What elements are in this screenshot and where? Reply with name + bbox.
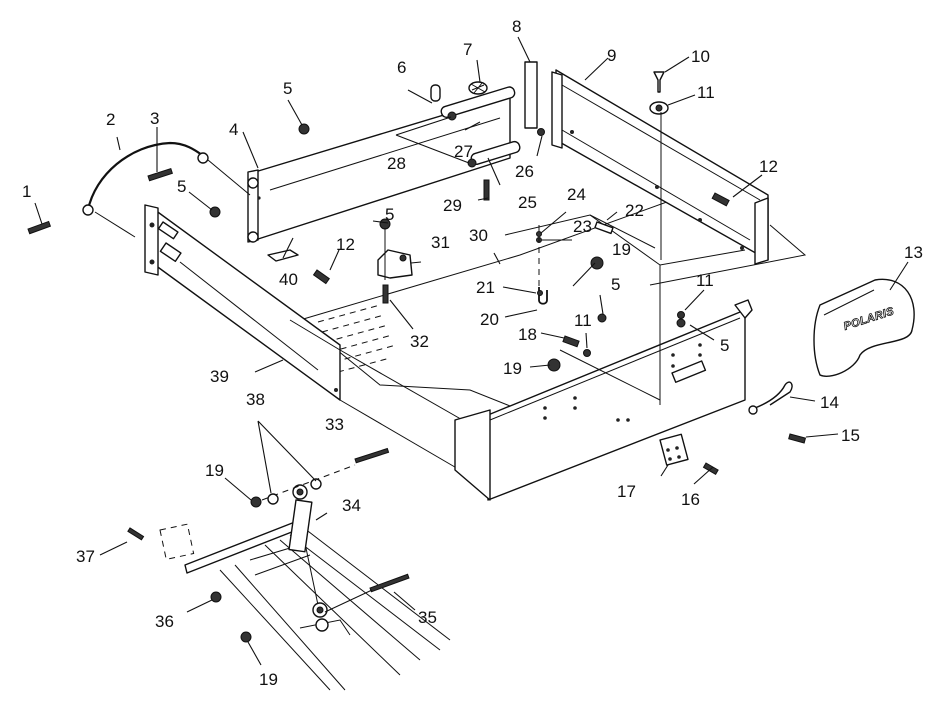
callout-25: 25 (518, 193, 537, 212)
callout-8: 8 (512, 17, 521, 36)
u-bolt-20 (538, 287, 548, 305)
leader-lines (34, 36, 909, 666)
tailgate (551, 69, 807, 286)
callout-1: 1 (22, 182, 31, 201)
callout-18: 18 (518, 325, 537, 344)
callout-19b: 19 (503, 359, 522, 378)
callout-32: 32 (410, 332, 429, 351)
callout-5c: 5 (385, 205, 394, 224)
callout-33: 33 (325, 415, 344, 434)
nut-19a (590, 256, 604, 270)
nut-19d (240, 631, 252, 643)
bracket-31 (377, 249, 413, 279)
callout-22: 22 (625, 201, 644, 220)
callout-7: 7 (463, 40, 472, 59)
callout-5a: 5 (283, 79, 292, 98)
strap-cable (82, 141, 251, 238)
callout-15: 15 (841, 426, 860, 445)
bolt-35 (369, 573, 410, 593)
washer-11b (583, 349, 591, 357)
callout-2: 2 (106, 110, 115, 129)
callout-29: 29 (443, 196, 462, 215)
bolt-33 (354, 447, 390, 464)
nut-5d (597, 313, 607, 323)
callout-20: 20 (480, 310, 499, 329)
callout-21: 21 (476, 278, 495, 297)
screw-26 (537, 128, 545, 136)
rear-panel (454, 265, 753, 501)
callout-24: 24 (567, 185, 586, 204)
callout-27: 27 (454, 142, 473, 161)
callout-19d: 19 (259, 670, 278, 689)
callout-26: 26 (515, 162, 534, 181)
callout-30: 30 (469, 226, 488, 245)
callout-17: 17 (617, 482, 636, 501)
callout-14: 14 (820, 393, 839, 412)
nut-5a (298, 123, 310, 135)
callout-9: 9 (607, 46, 616, 65)
hardware (27, 61, 807, 643)
callout-5b: 5 (177, 177, 186, 196)
callout-4: 4 (229, 120, 238, 139)
bolt-15 (788, 433, 807, 444)
nut-5e (676, 318, 686, 328)
side-panel-left (144, 204, 481, 471)
callout-3: 3 (150, 109, 159, 128)
bolt-3 (147, 167, 174, 182)
callout-39: 39 (210, 367, 229, 386)
shock-absorber (288, 484, 329, 632)
pin-6 (430, 84, 441, 102)
front-panel (247, 94, 511, 243)
callout-5d: 5 (611, 275, 620, 294)
callout-labels: 1 2 3 4 5 5 5 5 5 6 7 8 9 10 11 11 11 12… (22, 17, 923, 689)
callout-36: 36 (155, 612, 174, 631)
callout-5e: 5 (720, 336, 729, 355)
bolt-32 (382, 284, 389, 304)
callout-34: 34 (342, 496, 361, 515)
callout-11b: 11 (574, 311, 592, 330)
handle-14 (754, 381, 793, 409)
callout-16: 16 (681, 490, 700, 509)
callout-11a: 11 (697, 83, 715, 102)
callout-38: 38 (246, 390, 265, 409)
washer-11c (677, 311, 685, 319)
callout-37: 37 (76, 547, 95, 566)
bolt-37 (127, 527, 145, 541)
nut-21 (537, 290, 543, 296)
bolt-1 (27, 220, 52, 235)
callout-12a: 12 (759, 157, 778, 176)
spacer-38b (310, 478, 322, 490)
bolt-10 (653, 71, 665, 93)
label-40 (267, 249, 299, 262)
callout-13: 13 (904, 243, 923, 262)
spacer-38a (267, 493, 279, 505)
bolt-12b (312, 269, 330, 285)
nut-24 (536, 231, 542, 237)
nut-5b (209, 206, 221, 218)
nut-19c (250, 496, 262, 508)
callout-28: 28 (387, 154, 406, 173)
hinge-tubes (440, 86, 521, 168)
strip-8 (524, 61, 538, 129)
callout-10: 10 (691, 47, 710, 66)
callout-23: 23 (573, 217, 592, 236)
taillight-cover: POLARIS (813, 278, 915, 377)
callout-11c: 11 (696, 271, 714, 290)
plate-37 (159, 523, 195, 560)
callout-6: 6 (397, 58, 406, 77)
plate-17 (659, 433, 689, 466)
block-22 (594, 221, 614, 235)
nut-36 (210, 591, 222, 603)
bolt-29 (483, 179, 490, 201)
bolt-18 (562, 335, 580, 348)
callout-40: 40 (279, 270, 298, 289)
callout-12b: 12 (336, 235, 355, 254)
callout-35: 35 (418, 608, 437, 627)
callout-19c: 19 (205, 461, 224, 480)
bolt-12a (711, 192, 730, 207)
callout-19a: 19 (612, 240, 631, 259)
callout-31: 31 (431, 233, 450, 252)
